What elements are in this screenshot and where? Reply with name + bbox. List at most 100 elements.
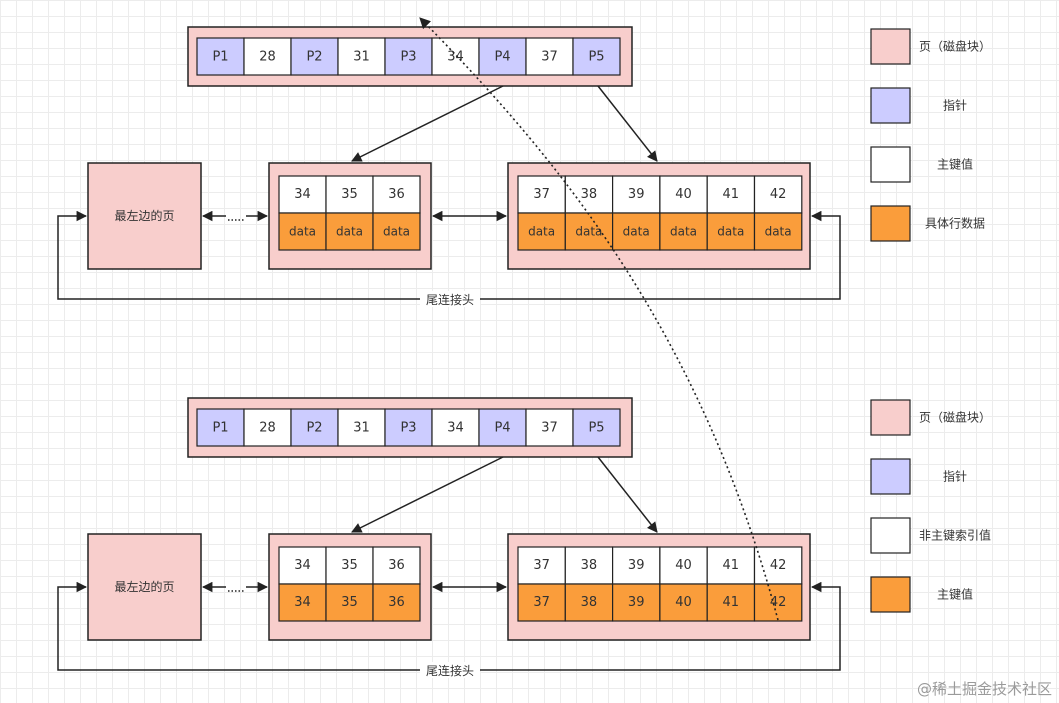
key-label: 42 xyxy=(770,558,787,573)
pointer-cell xyxy=(572,408,621,447)
row-label: 41 xyxy=(723,595,740,610)
key-label: 34 xyxy=(447,50,464,65)
pointer-cell xyxy=(384,408,433,447)
legend-label: 指针 xyxy=(943,98,967,113)
key-label: 31 xyxy=(353,50,370,65)
key-cell xyxy=(564,175,614,214)
key-label: 41 xyxy=(723,187,740,202)
legend-swatch xyxy=(870,205,911,242)
pointer-label: P2 xyxy=(306,50,322,65)
pointer-label: P2 xyxy=(306,421,322,436)
wrap-label-bg xyxy=(420,662,480,678)
key-label: 37 xyxy=(541,50,558,65)
key-label: 39 xyxy=(628,187,645,202)
pointer-label: P5 xyxy=(588,50,604,65)
pointer-arrow xyxy=(351,456,504,533)
key-label: 37 xyxy=(533,558,550,573)
key-label: 40 xyxy=(675,187,692,202)
key-cell xyxy=(372,546,421,585)
key-label: 40 xyxy=(675,558,692,573)
row-label: data xyxy=(336,225,363,239)
leftmost-page-label: 最左边的页 xyxy=(114,208,174,223)
row-label: data xyxy=(765,225,792,239)
key-cell xyxy=(431,37,480,76)
key-label: 41 xyxy=(723,558,740,573)
legend-label: 主键值 xyxy=(937,587,973,602)
row-label: 35 xyxy=(341,595,358,610)
key-label: 34 xyxy=(294,187,311,202)
pointer-cell xyxy=(572,37,621,76)
row-label: 38 xyxy=(581,595,598,610)
legend-swatch xyxy=(870,458,911,495)
key-cell xyxy=(372,175,421,214)
watermark: @稀土掘金技术社区 xyxy=(917,680,1052,698)
row-label: 42 xyxy=(770,595,787,610)
key-label: 28 xyxy=(259,421,276,436)
key-cell xyxy=(564,546,614,585)
key-label: 36 xyxy=(388,558,405,573)
row-label: 40 xyxy=(675,595,692,610)
key-label: 42 xyxy=(770,187,787,202)
key-cell xyxy=(337,37,386,76)
row-label: data xyxy=(717,225,744,239)
pointer-label: P4 xyxy=(494,50,510,65)
key-label: 39 xyxy=(628,558,645,573)
row-label: data xyxy=(383,225,410,239)
row-label: data xyxy=(575,225,602,239)
leftmost-page-label: 最左边的页 xyxy=(114,579,174,594)
pointer-label: P3 xyxy=(400,421,416,436)
pointer-label: P1 xyxy=(212,50,228,65)
row-label: data xyxy=(623,225,650,239)
row-label: data xyxy=(670,225,697,239)
pointer-cell xyxy=(384,37,433,76)
legend-label: 页（磁盘块） xyxy=(919,410,991,425)
row-label: 36 xyxy=(388,595,405,610)
wrap-label: 尾连接头 xyxy=(426,663,474,678)
legend-swatch xyxy=(870,28,911,65)
key-label: 38 xyxy=(581,187,598,202)
row-label: data xyxy=(289,225,316,239)
pointer-cell xyxy=(290,408,339,447)
pointer-arrow xyxy=(351,85,504,162)
legend-label: 具体行数据 xyxy=(925,216,985,231)
row-label: 39 xyxy=(628,595,645,610)
legend-swatch xyxy=(870,576,911,613)
row-label: 37 xyxy=(533,595,550,610)
legend-label: 主键值 xyxy=(937,157,973,172)
key-label: 37 xyxy=(533,187,550,202)
key-label: 35 xyxy=(341,558,358,573)
legend-swatch xyxy=(870,146,911,183)
pointer-label: P5 xyxy=(588,421,604,436)
key-cell xyxy=(611,546,661,585)
pointer-cell xyxy=(196,37,245,76)
legend-label: 指针 xyxy=(943,469,967,484)
pointer-cell xyxy=(478,37,527,76)
pointer-arrow xyxy=(597,85,658,162)
wrap-label: 尾连接头 xyxy=(426,292,474,307)
key-cell xyxy=(431,408,480,447)
pointer-label: P1 xyxy=(212,421,228,436)
legend-swatch xyxy=(870,87,911,124)
key-label: 34 xyxy=(294,558,311,573)
legend-swatch xyxy=(870,399,911,436)
key-cell xyxy=(243,37,292,76)
lookup-dotted-arrow xyxy=(419,17,779,621)
pointer-cell xyxy=(196,408,245,447)
key-cell xyxy=(337,408,386,447)
key-label: 36 xyxy=(388,187,405,202)
key-label: 37 xyxy=(541,421,558,436)
row-label: 34 xyxy=(294,595,311,610)
key-cell xyxy=(753,175,803,214)
key-cell xyxy=(706,175,756,214)
key-cell xyxy=(517,175,566,214)
wrap-label-bg xyxy=(420,291,480,307)
key-cell xyxy=(525,37,574,76)
pointer-label: P3 xyxy=(400,50,416,65)
key-label: 38 xyxy=(581,558,598,573)
key-label: 31 xyxy=(353,421,370,436)
pointer-arrow xyxy=(597,456,658,533)
key-label: 34 xyxy=(447,421,464,436)
